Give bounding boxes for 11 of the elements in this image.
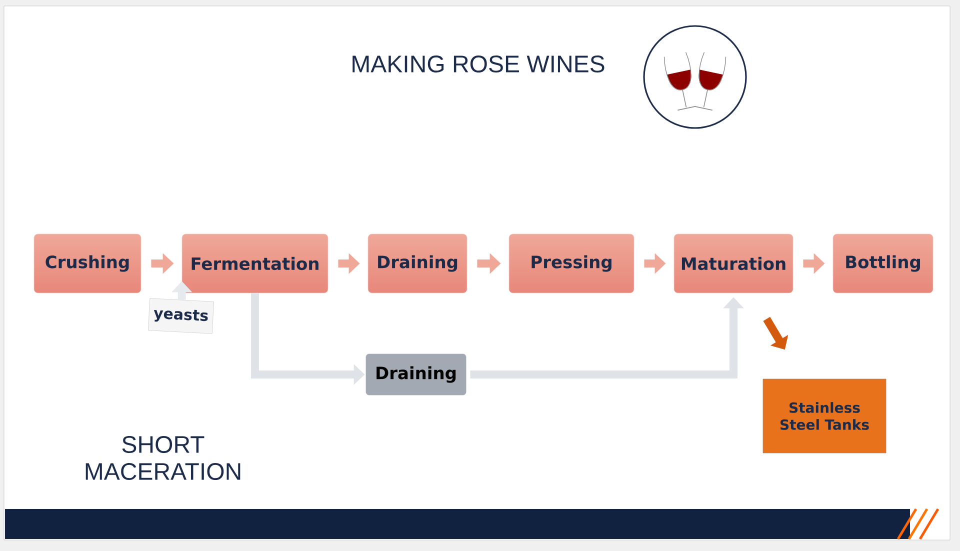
process-box: Fermentation	[182, 234, 328, 294]
process-box: Pressing	[508, 234, 634, 294]
process-box: Draining	[368, 234, 468, 294]
title: MAKING ROSE WINES	[352, 56, 604, 72]
caption-label: SHORT MACERATION	[86, 436, 240, 480]
process-box: Maturation	[674, 234, 794, 294]
process-box: Bottling	[832, 234, 934, 294]
note-card: yeasts	[148, 298, 214, 334]
process-box: Draining	[366, 354, 466, 396]
storage-box: Stainless Steel Tanks	[762, 378, 886, 454]
process-box: Crushing	[34, 234, 142, 294]
